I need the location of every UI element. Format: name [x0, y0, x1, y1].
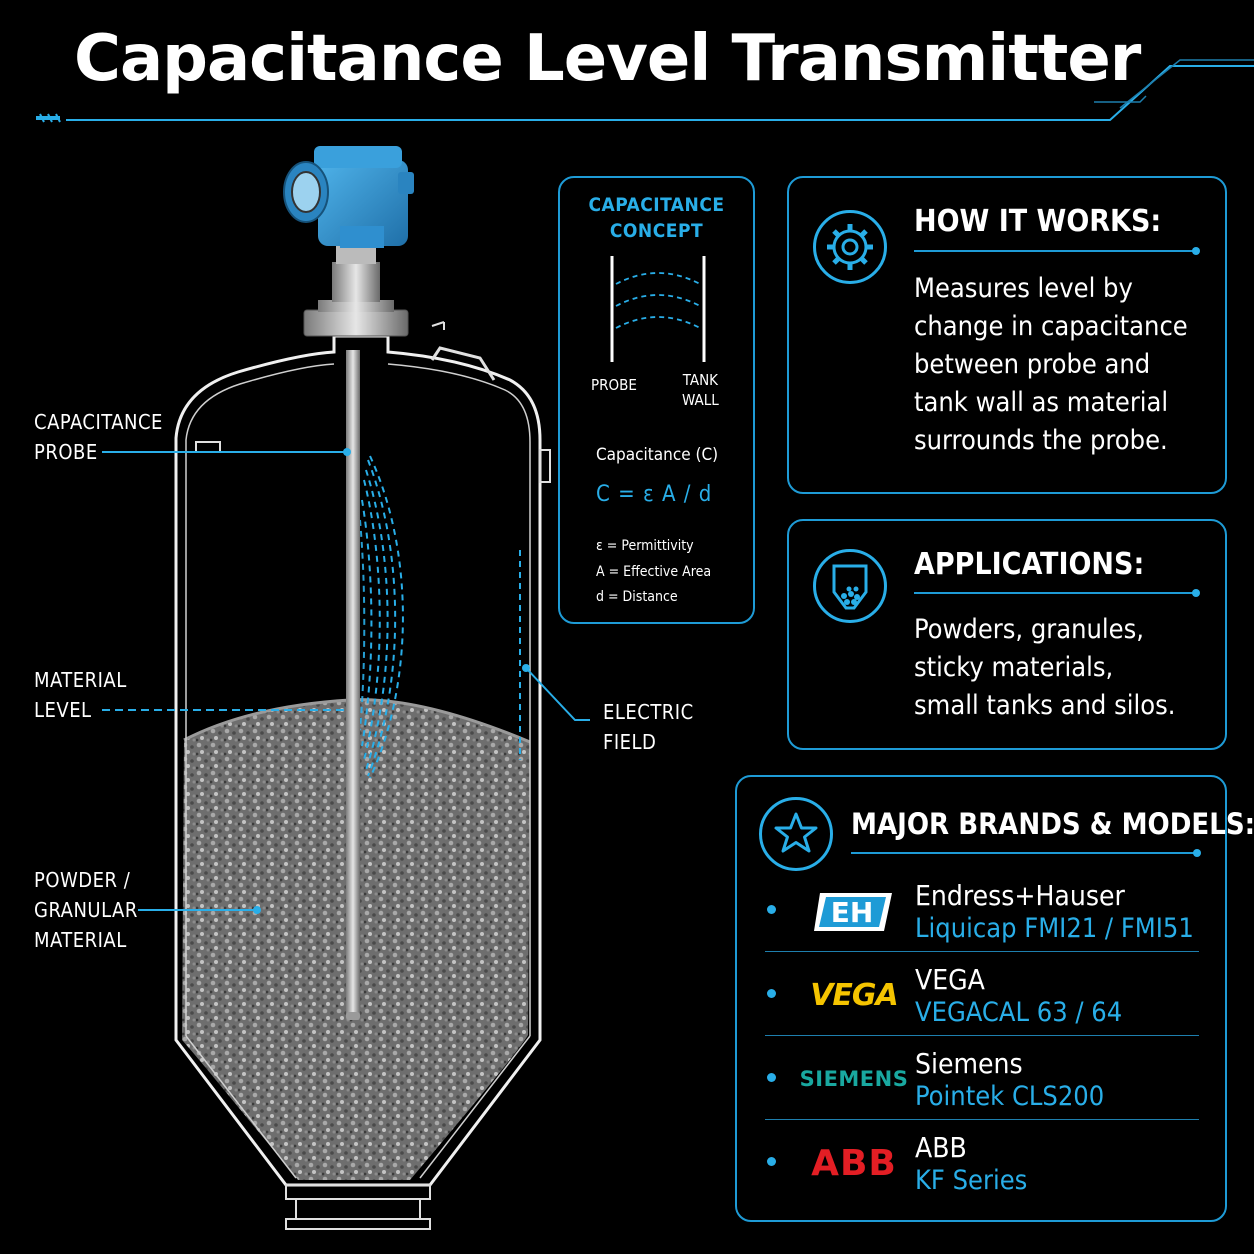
brand-row-endress-hauser: EH Endress+Hauser Liquicap FMI21 / FMI51: [765, 869, 1199, 951]
brand-bullet: [767, 989, 776, 998]
endress-hauser-logo: EH: [799, 887, 909, 935]
brand-divider: [765, 951, 1199, 952]
title-underline-decoration: [36, 59, 1254, 123]
brands-rule: [851, 852, 1197, 854]
applications-rule-dot: [1192, 589, 1200, 597]
applications-panel: APPLICATIONS: Powders, granules, sticky …: [787, 519, 1227, 750]
how-it-works-text: Measures level by change in capacitance …: [914, 273, 1188, 456]
electric-field-arcs: [359, 455, 404, 779]
legend-distance: d = Distance: [596, 589, 678, 605]
page-title: Capacitance Level Transmitter: [74, 22, 1141, 96]
vega-logo: VEGA: [810, 977, 899, 1013]
capacitor-plates-illustration: [610, 256, 706, 362]
capacitance-formula: C = ε A / d: [596, 482, 713, 507]
brand-name: Endress+Hauser: [915, 879, 1125, 912]
svg-text:EH: EH: [831, 896, 874, 929]
applications-text: Powders, granules, sticky materials, sma…: [914, 614, 1176, 721]
star-icon: [759, 797, 833, 871]
brand-divider: [765, 1035, 1199, 1036]
legend-effective-area: A = Effective Area: [596, 564, 712, 580]
tank-wall-plate-label: TANK WALL: [682, 371, 719, 409]
silo-icon: [813, 549, 887, 623]
tank-outline: [174, 334, 542, 1187]
tank-diagram: [102, 146, 590, 1230]
how-it-works-rule-dot: [1192, 247, 1200, 255]
brand-row-siemens: SIEMENS Siemens Pointek CLS200: [765, 1037, 1199, 1119]
brand-divider: [765, 1119, 1199, 1120]
brands-panel: MAJOR BRANDS & MODELS: EH Endress+Hauser…: [735, 775, 1254, 1222]
capacitance-probe-label: CAPACITANCE PROBE: [34, 410, 163, 464]
brand-model: Pointek CLS200: [915, 1081, 1105, 1112]
material-level-label: MATERIAL LEVEL: [34, 668, 127, 722]
brands-rule-dot: [1193, 849, 1201, 857]
electric-field-label: ELECTRIC FIELD: [603, 700, 694, 754]
how-it-works-rule: [914, 250, 1196, 252]
capacitance-label: Capacitance (C): [596, 445, 719, 465]
brands-heading: MAJOR BRANDS & MODELS:: [851, 807, 1254, 841]
brand-bullet: [767, 1073, 776, 1082]
concept-title: CAPACITANCE CONCEPT: [588, 194, 725, 242]
brand-name: Siemens: [915, 1047, 1023, 1080]
how-it-works-panel: HOW IT WORKS: Measures level by change i…: [787, 176, 1227, 494]
capacitance-concept-panel: CAPACITANCE CONCEPT PROBE TANK WALL Capa…: [558, 176, 755, 624]
brand-bullet: [767, 905, 776, 914]
brand-name: ABB: [915, 1131, 967, 1164]
brand-row-vega: VEGA VEGA VEGACAL 63 / 64: [765, 953, 1199, 1035]
brand-name: VEGA: [915, 963, 985, 996]
gear-icon: [813, 210, 887, 284]
applications-rule: [914, 592, 1196, 594]
siemens-logo: SIEMENS: [799, 1067, 909, 1091]
abb-logo: ABB: [811, 1142, 897, 1184]
brand-bullet: [767, 1157, 776, 1166]
brand-model: KF Series: [915, 1165, 1028, 1196]
applications-heading: APPLICATIONS:: [914, 547, 1145, 582]
brand-model: VEGACAL 63 / 64: [915, 997, 1123, 1028]
legend-permittivity: ε = Permittivity: [596, 538, 694, 554]
brand-row-abb: ABB ABB KF Series: [765, 1121, 1199, 1203]
how-it-works-heading: HOW IT WORKS:: [914, 204, 1162, 239]
probe-plate-label: PROBE: [591, 376, 637, 394]
powder-material-label: POWDER / GRANULAR MATERIAL: [34, 868, 138, 952]
transmitter-head: [283, 146, 414, 248]
capacitance-probe: [346, 350, 360, 1020]
brand-model: Liquicap FMI21 / FMI51: [915, 913, 1194, 944]
